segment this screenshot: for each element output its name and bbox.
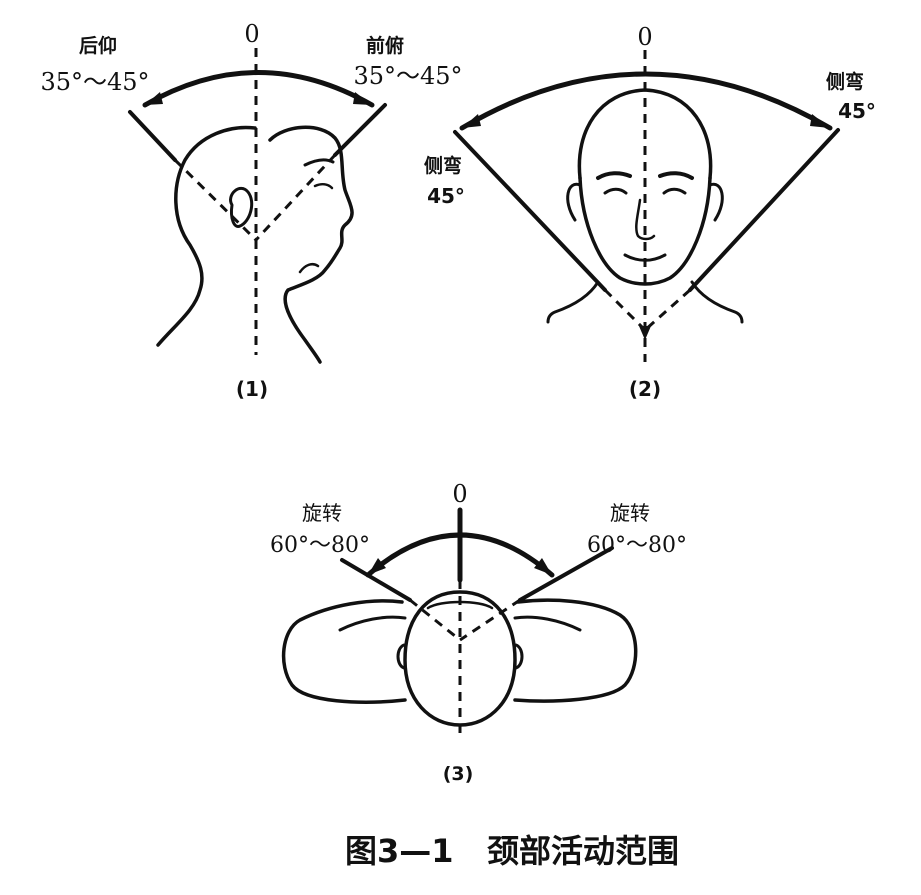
panel-1-left-dashed-line [173, 158, 258, 242]
panel-3-left-motion-name: 旋转 [302, 501, 342, 525]
panel-3-right-motion-range: 60°～80° [587, 533, 687, 558]
panel-1-arc-arrow-left [145, 92, 163, 105]
panel-1-range-arc [142, 70, 375, 108]
panel-1-left-motion-range: 35°～45° [40, 68, 149, 96]
panel-2-left-limit-line [453, 130, 607, 292]
panel-3-range-arc [365, 532, 555, 578]
panel-1-label: (1) [236, 377, 268, 401]
panel-1-right-motion-range: 35°～45° [353, 62, 462, 90]
panel-2-left-motion-range: 45° [427, 184, 465, 208]
panel-2-front-view: 0 侧弯 45° 侧弯 45° (2) [424, 23, 876, 401]
panel-3-left-limit-line [340, 558, 412, 602]
panel-3-right-motion-name: 旋转 [610, 501, 650, 525]
panel-3-zero-label: 0 [452, 480, 467, 508]
panel-2-right-limit-line [688, 128, 840, 292]
panel-1-left-motion-name: 后仰 [79, 34, 117, 57]
figure-caption: 图3—1 颈部活动范围 [345, 832, 679, 870]
panel-3-left-dashed-line [409, 598, 461, 642]
panel-2-label: (2) [629, 377, 661, 401]
panel-2-right-dashed-line [644, 288, 691, 332]
panel-2-arc-arrow-right [810, 114, 830, 128]
panel-2-range-arc [459, 71, 833, 131]
panel-2-right-motion-name: 侧弯 [826, 70, 864, 93]
panel-2-head-illustration [546, 88, 744, 324]
panel-1-arc-arrow-right [353, 92, 372, 105]
panel-1-left-limit-line [128, 110, 177, 162]
panel-1-right-dashed-line [254, 153, 337, 242]
panel-2-zero-label: 0 [637, 23, 652, 51]
panel-2-left-motion-name: 侧弯 [424, 154, 462, 177]
panel-1-zero-label: 0 [244, 20, 259, 48]
panel-1-side-view: 0 后仰 35°～45° 前俯 35°～45° (1) [40, 20, 462, 401]
panel-3-head-illustration [281, 590, 638, 727]
panel-2-pivot-arrow [639, 326, 651, 340]
panel-3-top-view: 0 旋转 60°～80° 旋转 60°～80° (3) [270, 480, 687, 785]
panel-1-right-motion-name: 前俯 [366, 34, 404, 57]
panel-2-arc-arrow-left [462, 114, 481, 128]
panel-3-right-dashed-line [459, 598, 521, 642]
panel-1-head-illustration [156, 125, 354, 364]
panel-3-left-motion-range: 60°～80° [270, 533, 370, 558]
panel-2-right-motion-range: 45° [838, 99, 876, 123]
panel-3-right-limit-line [518, 546, 614, 602]
panel-2-left-dashed-line [603, 288, 647, 332]
panel-1-right-limit-line [333, 103, 387, 157]
panel-3-arc-arrow-right [534, 558, 552, 575]
panel-3-label: (3) [443, 763, 474, 785]
panel-3-arc-arrow-left [368, 558, 386, 575]
